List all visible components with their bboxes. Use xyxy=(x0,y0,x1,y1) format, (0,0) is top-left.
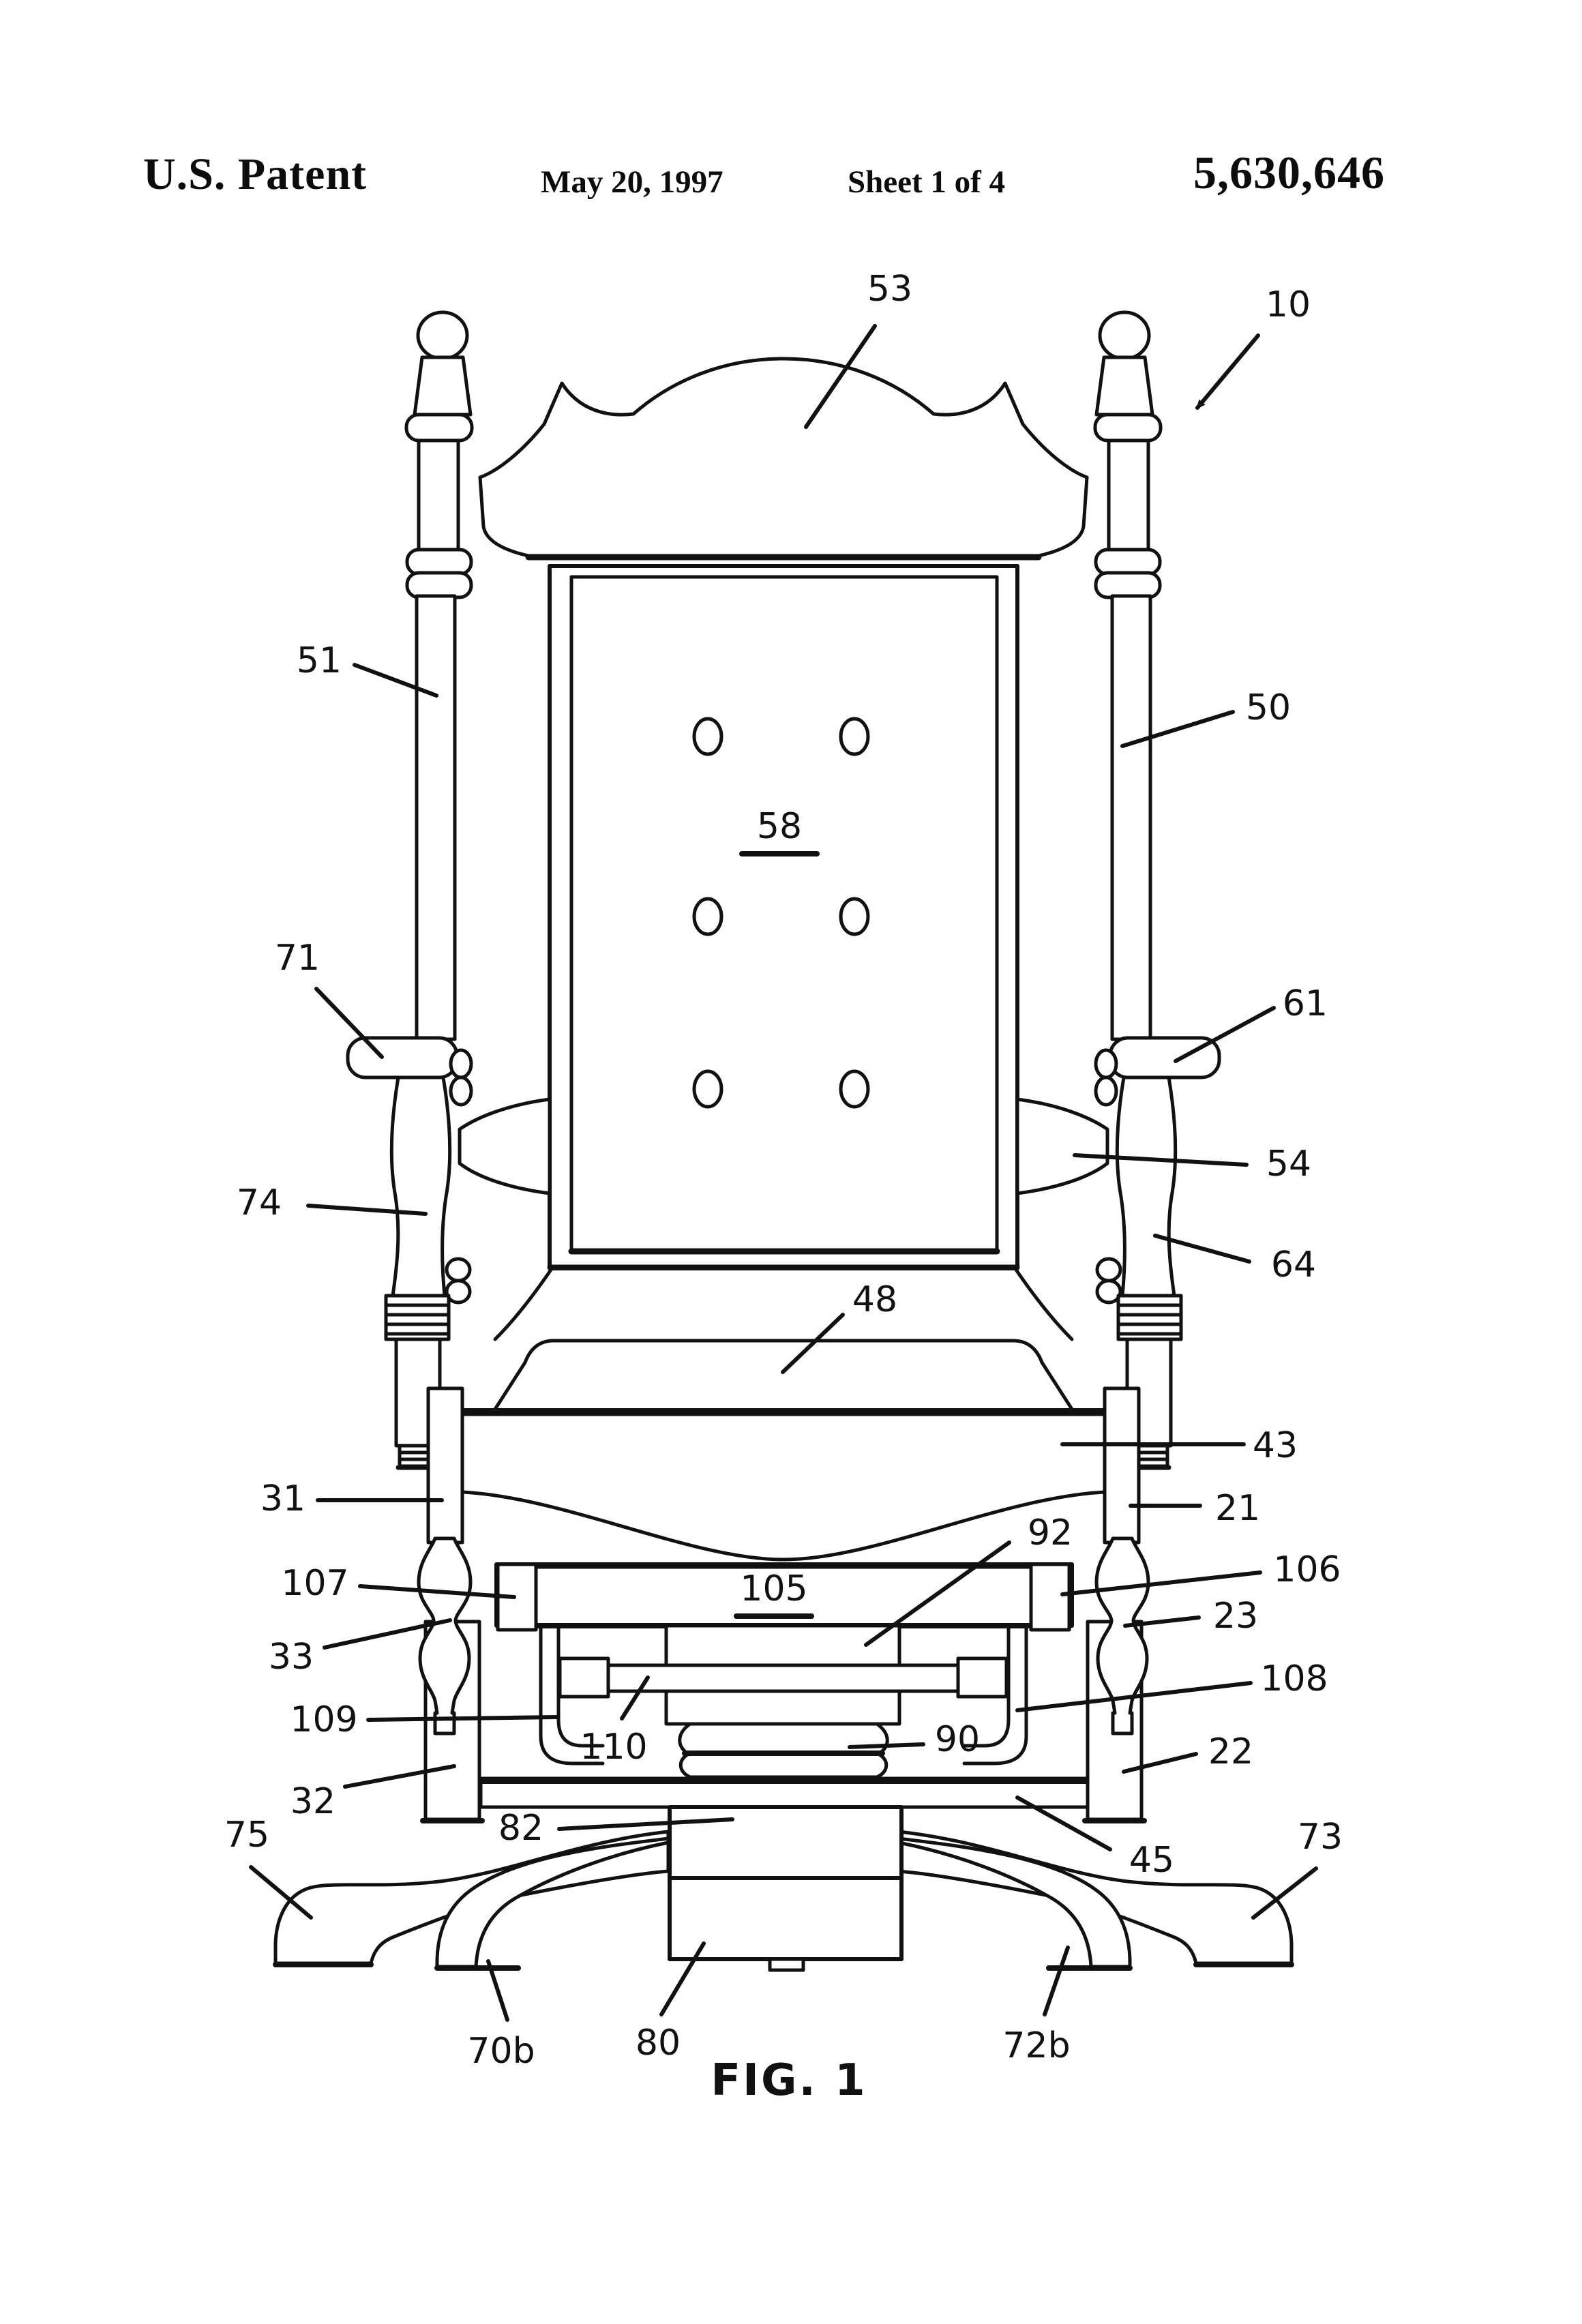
ref-label-45: 45 xyxy=(1129,1840,1174,1881)
ref-label-22: 22 xyxy=(1208,1731,1253,1772)
ref-label-90: 90 xyxy=(935,1719,980,1760)
leader-line-90 xyxy=(848,1742,925,1749)
ref-label-61: 61 xyxy=(1283,983,1328,1024)
leader-line-33 xyxy=(323,1618,452,1650)
glider-base-plate xyxy=(477,1776,1092,1809)
ref-label-92: 92 xyxy=(1028,1513,1073,1553)
leader-line-54 xyxy=(1073,1153,1249,1167)
leader-line-71 xyxy=(314,987,384,1059)
ref-label-10: 10 xyxy=(1266,284,1311,325)
leader-line-92 xyxy=(864,1540,1011,1647)
leader-line-50 xyxy=(1120,710,1235,748)
leader-line-106 xyxy=(1060,1570,1262,1596)
leader-line-108 xyxy=(1015,1681,1253,1712)
ref-label-43: 43 xyxy=(1253,1425,1298,1466)
leader-line-48 xyxy=(781,1313,845,1374)
leader-line-45 xyxy=(1015,1796,1112,1851)
ref-label-80: 80 xyxy=(636,2023,681,2064)
leader-line-75 xyxy=(249,1865,313,1920)
ref-label-21: 21 xyxy=(1215,1488,1260,1529)
ref-label-105: 105 xyxy=(740,1568,807,1609)
ref-label-32: 32 xyxy=(290,1781,335,1822)
ref-label-58: 58 xyxy=(757,806,802,847)
back-post xyxy=(404,310,474,1041)
crown-top-rail xyxy=(478,357,1089,561)
spring-bellows xyxy=(678,1722,889,1779)
ref-label-106: 106 xyxy=(1273,1549,1341,1590)
leader-line-23 xyxy=(1123,1615,1201,1628)
leader-line-107 xyxy=(358,1584,516,1599)
pedestal-column xyxy=(668,1805,904,1972)
leader-line-10 xyxy=(1195,333,1260,410)
patent-header-title: U.S. Patent xyxy=(143,149,368,199)
ref-label-23: 23 xyxy=(1213,1596,1258,1637)
patent-header-date: May 20, 1997 xyxy=(541,164,723,200)
leader-line-64 xyxy=(1153,1234,1251,1264)
leader-line-110 xyxy=(620,1675,650,1720)
side-rail xyxy=(458,1097,552,1195)
ref-label-53: 53 xyxy=(867,269,912,310)
ref-label-33: 33 xyxy=(269,1637,314,1678)
ref-label-110: 110 xyxy=(580,1727,647,1768)
back-cushion-tufts xyxy=(692,717,870,1109)
ref-label-70b: 70b xyxy=(467,2031,535,2072)
ref-label-50: 50 xyxy=(1246,687,1291,728)
leader-line-80 xyxy=(659,1941,706,2016)
glider-mechanism xyxy=(494,1562,1074,1779)
leader-line-53 xyxy=(804,324,877,429)
base-leg xyxy=(273,1830,670,1971)
seat-board-apron xyxy=(458,1408,1109,1562)
leader-line-82 xyxy=(557,1817,734,1831)
leader-line-72b xyxy=(1043,1946,1070,2016)
ref-label-75: 75 xyxy=(224,1815,269,1856)
ref-label-54: 54 xyxy=(1266,1144,1311,1185)
leader-line-109 xyxy=(366,1715,560,1722)
leader-line-74 xyxy=(306,1204,428,1216)
patent-header-number: 5,630,646 xyxy=(1193,147,1385,198)
ref-label-107: 107 xyxy=(281,1563,348,1604)
figure-annotations: 53 10 51 50 58 71 61 54 74 64 48 43 31 21 92 107 105 106 3… xyxy=(224,269,1343,2072)
turned-spindle xyxy=(417,1536,473,1735)
leader-line-70b xyxy=(486,1959,509,2022)
ref-label-71: 71 xyxy=(275,938,320,979)
ref-label-31: 31 xyxy=(260,1478,305,1519)
ref-label-109: 109 xyxy=(290,1699,357,1740)
back-frame xyxy=(493,564,1074,1341)
ref-label-82: 82 xyxy=(498,1808,543,1849)
leader-line-61 xyxy=(1174,1006,1276,1063)
leader-line-22 xyxy=(1122,1752,1198,1774)
leader-line-51 xyxy=(353,663,438,698)
patent-header-sheet: Sheet 1 of 4 xyxy=(848,164,1006,200)
figure-caption: FIG. 1 xyxy=(711,2055,867,2106)
leader-line-32 xyxy=(343,1764,456,1789)
ref-label-73: 73 xyxy=(1298,1817,1343,1858)
ref-label-64: 64 xyxy=(1271,1245,1316,1285)
seat-cushion xyxy=(492,1339,1075,1412)
ref-label-48: 48 xyxy=(852,1279,897,1320)
ref-label-74: 74 xyxy=(237,1182,282,1223)
ref-label-108: 108 xyxy=(1260,1658,1328,1699)
ref-label-72b: 72b xyxy=(1002,2025,1070,2066)
ref-label-51: 51 xyxy=(297,640,342,681)
leader-line-73 xyxy=(1251,1866,1318,1920)
